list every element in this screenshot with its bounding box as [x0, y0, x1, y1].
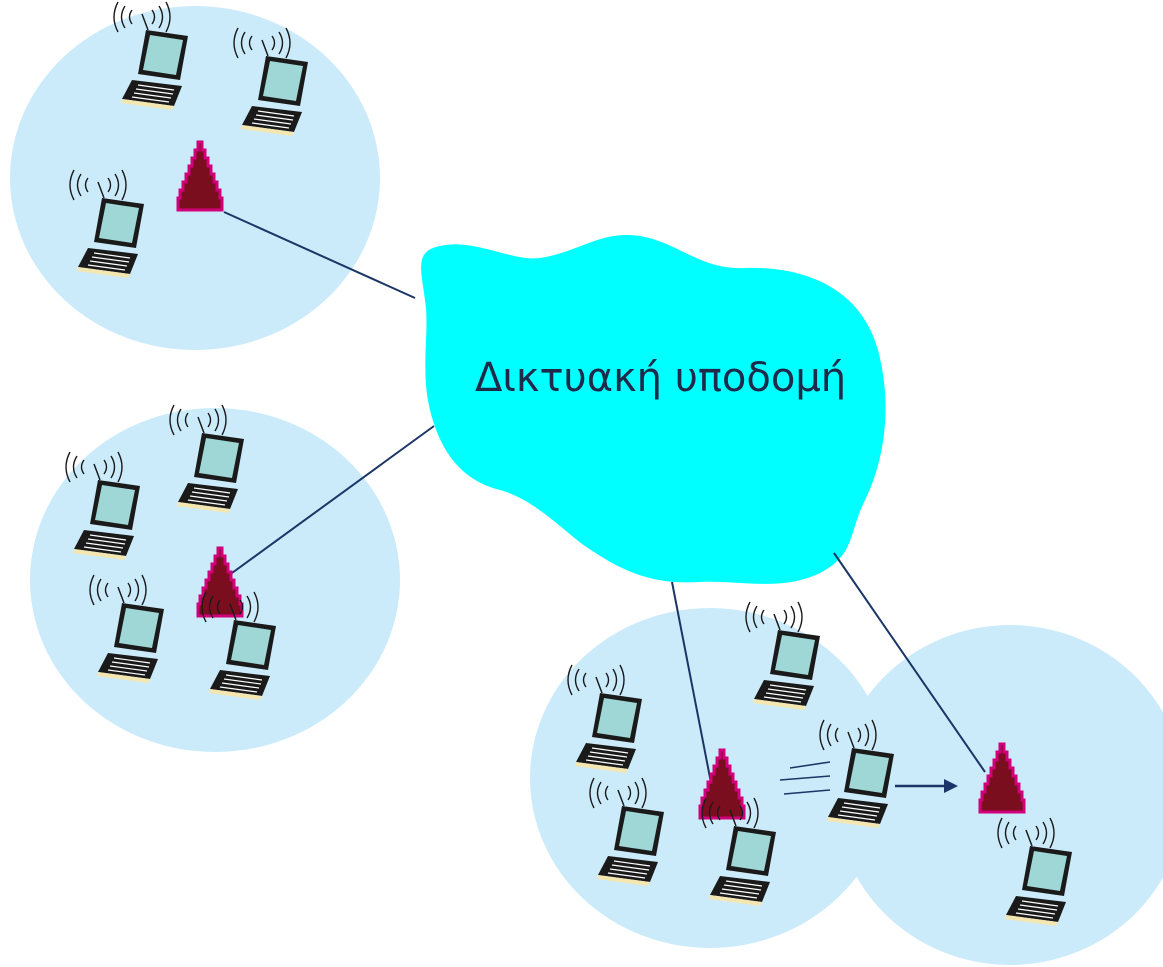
movement-arrow: [895, 779, 958, 793]
link-bottom-center: [671, 581, 713, 789]
link-top-left: [223, 211, 416, 299]
network-cloud: [421, 234, 886, 584]
laptop-moving-icon: [779, 719, 895, 829]
cloud-label: Δικτυακή υποδομή: [475, 355, 846, 401]
link-bottom-right: [833, 552, 986, 773]
link-middle-left: [231, 425, 435, 574]
